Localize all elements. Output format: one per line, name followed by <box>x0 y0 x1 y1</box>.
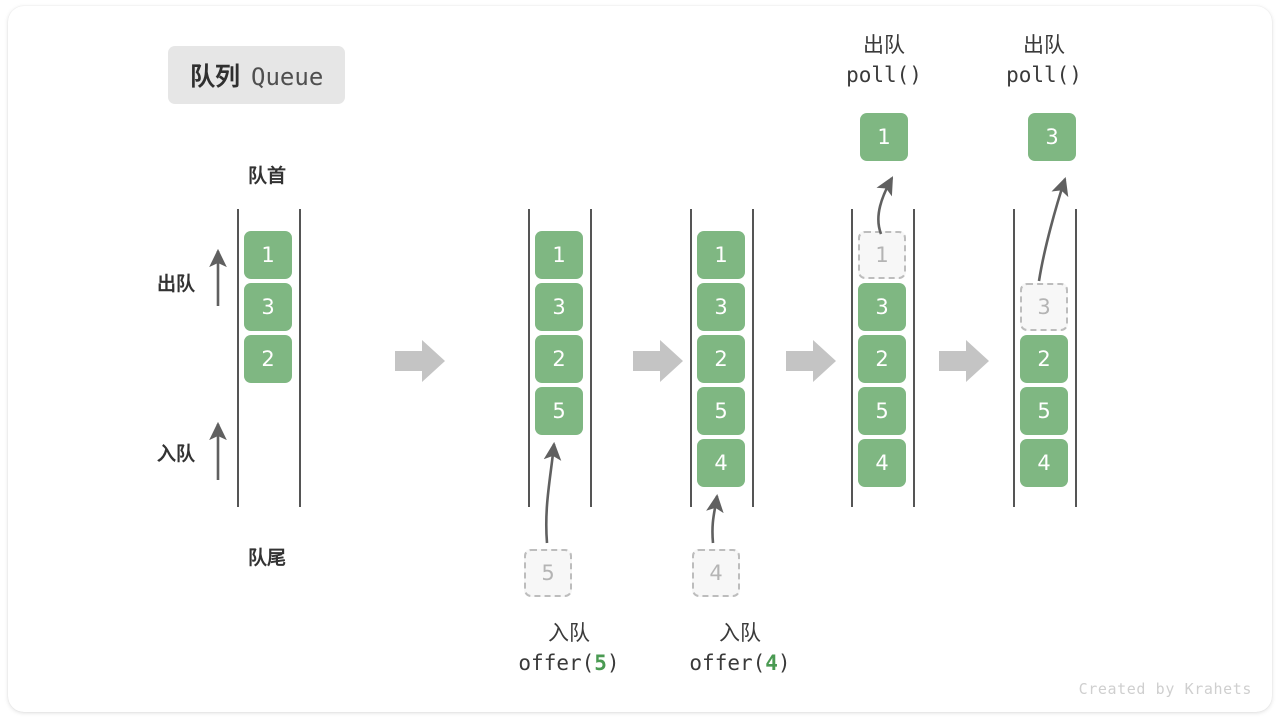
step-arrow <box>939 340 989 382</box>
operation-label-poll-2: 出队 poll() <box>1006 31 1082 91</box>
operation-label-offer-5: 入队 offer(5) <box>518 619 619 679</box>
queue-cell: 5 <box>1020 387 1068 435</box>
queue-cell: 2 <box>1020 335 1068 383</box>
queue-popped-cell: 3 <box>1028 113 1076 161</box>
queue-cell-new: 5 <box>535 387 583 435</box>
title-badge: 队列 Queue <box>168 46 346 104</box>
queue-cell: 3 <box>535 283 583 331</box>
poll-1-arrow <box>876 176 894 235</box>
queue-cell: 5 <box>858 387 906 435</box>
operation-code: poll() <box>846 62 922 87</box>
queue-rail-right-2 <box>590 209 592 507</box>
queue-cell: 1 <box>535 231 583 279</box>
queue-ghost-cell: 4 <box>692 549 740 597</box>
queue-cell: 2 <box>244 335 292 383</box>
queue-rail-left-4 <box>851 209 853 507</box>
title-cn: 队列 <box>190 62 241 91</box>
operation-code: offer(5) <box>518 649 619 679</box>
step-arrow <box>786 340 836 382</box>
operation-fn: offer( <box>518 650 595 675</box>
enqueue-side-label: 入队 <box>156 443 196 465</box>
queue-ghost-cell: 5 <box>524 549 572 597</box>
queue-cell: 2 <box>858 335 906 383</box>
poll-2-arrow <box>1037 177 1069 282</box>
queue-rail-right-5 <box>1075 209 1077 507</box>
queue-rail-left-2 <box>528 209 530 507</box>
diagram-stage: 队列 Queue 队首 队尾 出队 入队 1 3 2 1 3 2 5 5 入队 … <box>8 6 1272 712</box>
queue-cell: 1 <box>244 231 292 279</box>
operation-code: offer(4) <box>689 649 790 679</box>
operation-label-poll-1: 出队 poll() <box>846 31 922 91</box>
operation-cn: 出队 <box>1022 33 1065 57</box>
queue-cell: 2 <box>535 335 583 383</box>
step-arrow <box>633 340 683 382</box>
step-arrow <box>395 340 445 382</box>
operation-arg: 5 <box>594 650 607 675</box>
queue-cell: 3 <box>697 283 745 331</box>
queue-cell: 4 <box>858 439 906 487</box>
queue-cell: 3 <box>244 283 292 331</box>
queue-rail-left-3 <box>690 209 692 507</box>
queue-cell-new: 4 <box>697 439 745 487</box>
operation-cn: 出队 <box>862 33 905 57</box>
queue-front-label: 队首 <box>247 165 287 187</box>
operation-close: ) <box>606 650 620 675</box>
queue-cell: 2 <box>697 335 745 383</box>
queue-cell: 5 <box>697 387 745 435</box>
arrows-overlay <box>209 176 1069 544</box>
offer-4-arrow <box>706 493 724 544</box>
operation-arg: 4 <box>765 650 778 675</box>
queue-popped-cell: 1 <box>860 113 908 161</box>
operation-fn: offer( <box>689 650 766 675</box>
operation-cn: 入队 <box>718 621 761 645</box>
queue-rear-label: 队尾 <box>247 547 287 569</box>
title-en: Queue <box>251 63 324 91</box>
queue-rail-right-1 <box>299 209 301 507</box>
queue-cell: 1 <box>697 231 745 279</box>
queue-ghost-cell: 3 <box>1020 283 1068 331</box>
queue-rail-right-3 <box>752 209 754 507</box>
queue-cell: 4 <box>1020 439 1068 487</box>
operation-close: ) <box>777 650 791 675</box>
queue-cell: 3 <box>858 283 906 331</box>
offer-5-arrow <box>543 441 562 544</box>
queue-rail-right-4 <box>913 209 915 507</box>
watermark: Created by Krahets <box>1078 680 1252 698</box>
operation-cn: 入队 <box>547 621 590 645</box>
queue-ghost-cell: 1 <box>858 231 906 279</box>
operation-label-offer-4: 入队 offer(4) <box>689 619 790 679</box>
operation-code: poll() <box>1006 62 1082 87</box>
dequeue-side-label: 出队 <box>156 273 196 295</box>
queue-rail-left-1 <box>237 209 239 507</box>
diagram-card: 队列 Queue 队首 队尾 出队 入队 1 3 2 1 3 2 5 5 入队 … <box>8 6 1272 712</box>
queue-rail-left-5 <box>1013 209 1015 507</box>
